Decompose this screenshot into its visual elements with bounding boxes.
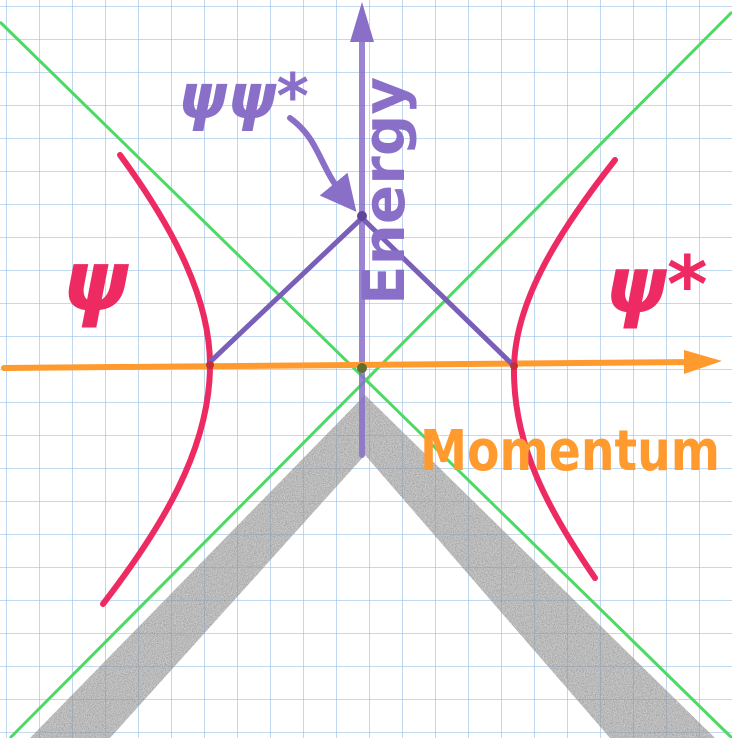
left-intersection-point xyxy=(206,361,214,369)
momentum-axis-arrowhead xyxy=(684,350,722,374)
origin-point xyxy=(357,363,367,373)
energy-axis-label: Energy xyxy=(350,77,418,305)
psi-conjugate-label: ψ* xyxy=(605,241,708,331)
psi-product-label: ψψ* xyxy=(178,60,309,133)
psi-product-pointer-arrow xyxy=(287,115,357,212)
vertex-point xyxy=(357,211,367,221)
right-intersection-point xyxy=(510,362,518,370)
light-cone-line-right xyxy=(8,10,732,740)
energy-axis-arrowhead xyxy=(350,2,374,42)
psi-label: ψ xyxy=(62,232,129,330)
forbidden-region-shading xyxy=(30,395,715,738)
momentum-axis-label: Momentum xyxy=(420,419,720,484)
momentum-axis xyxy=(1,359,703,371)
